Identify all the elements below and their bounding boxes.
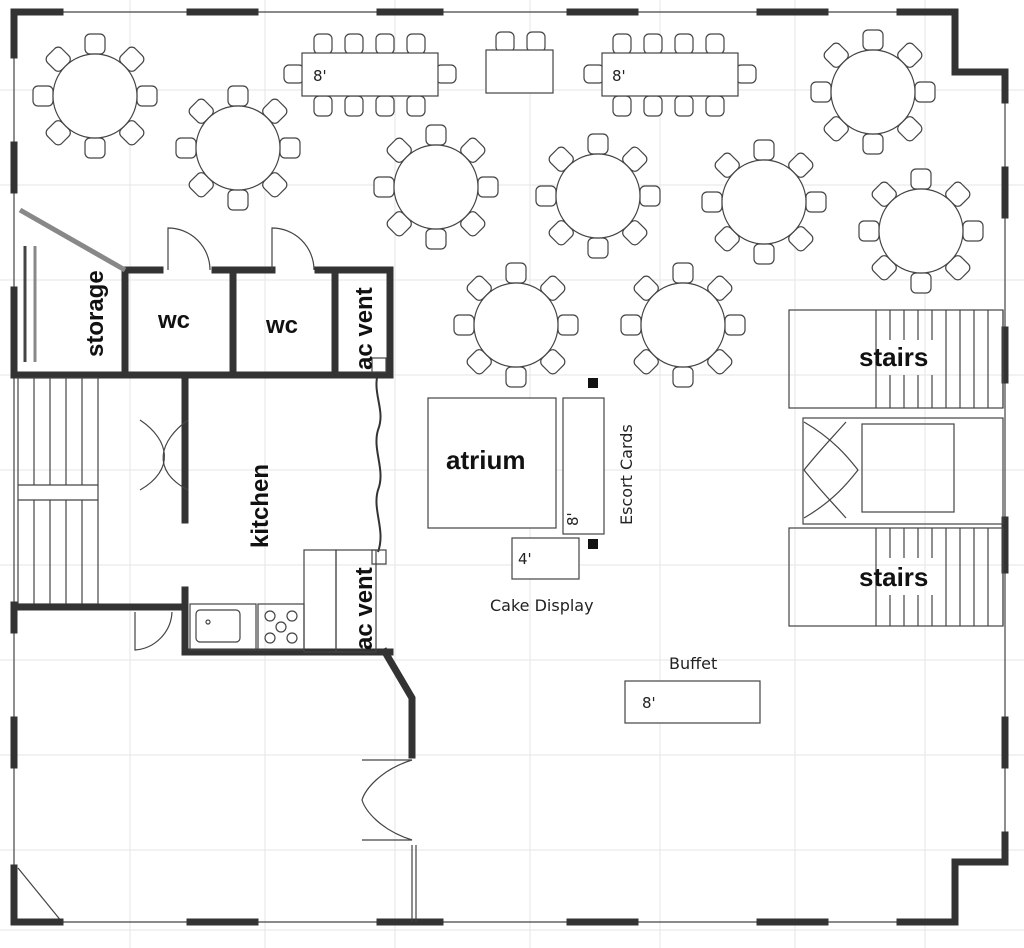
lower-room-walls — [10, 647, 417, 926]
round-table — [701, 139, 827, 265]
round-table — [858, 168, 984, 294]
sweetheart-table — [485, 31, 554, 94]
buffet-label: Buffet — [669, 654, 717, 673]
atrium-label: atrium — [446, 445, 525, 475]
kitchen-label: kitchen — [247, 464, 274, 548]
ac-vent-top-label: ac vent — [351, 287, 378, 370]
right-stairs — [788, 309, 1004, 627]
head-table-right: 8' — [583, 33, 757, 117]
escort-table-size: 8' — [564, 512, 582, 526]
stairs-bottom-label: stairs — [859, 562, 928, 592]
ac-vent-bottom-label: ac vent — [351, 567, 378, 650]
escort-cards-label: Escort Cards — [617, 424, 636, 525]
round-table — [810, 29, 936, 155]
atrium-area — [427, 397, 557, 529]
round-table — [175, 85, 301, 211]
kitchen-area — [139, 371, 394, 656]
buffet-table-size: 8' — [642, 694, 656, 712]
service-block — [10, 207, 394, 379]
round-table — [32, 33, 158, 159]
storage-label: storage — [82, 270, 109, 357]
round-table — [620, 262, 746, 388]
head-table-right-size: 8' — [612, 67, 626, 85]
buffet-table: 8' — [624, 680, 761, 724]
wc-label-right: wc — [265, 312, 298, 339]
round-table — [453, 262, 579, 388]
stairs-top-label: stairs — [859, 342, 928, 372]
round-tables — [32, 29, 984, 388]
head-table-left: 8' — [283, 33, 457, 117]
cake-table-size: 4' — [518, 550, 532, 568]
exterior-walls — [10, 8, 1009, 926]
wc-label-left: wc — [157, 307, 190, 334]
round-table — [373, 124, 499, 250]
left-stair — [10, 377, 189, 651]
cake-table: 4' — [511, 537, 580, 580]
head-table-left-size: 8' — [313, 67, 327, 85]
escort-cards-table: 8' — [562, 378, 605, 549]
cake-display-label: Cake Display — [490, 596, 594, 615]
round-table — [535, 133, 661, 259]
